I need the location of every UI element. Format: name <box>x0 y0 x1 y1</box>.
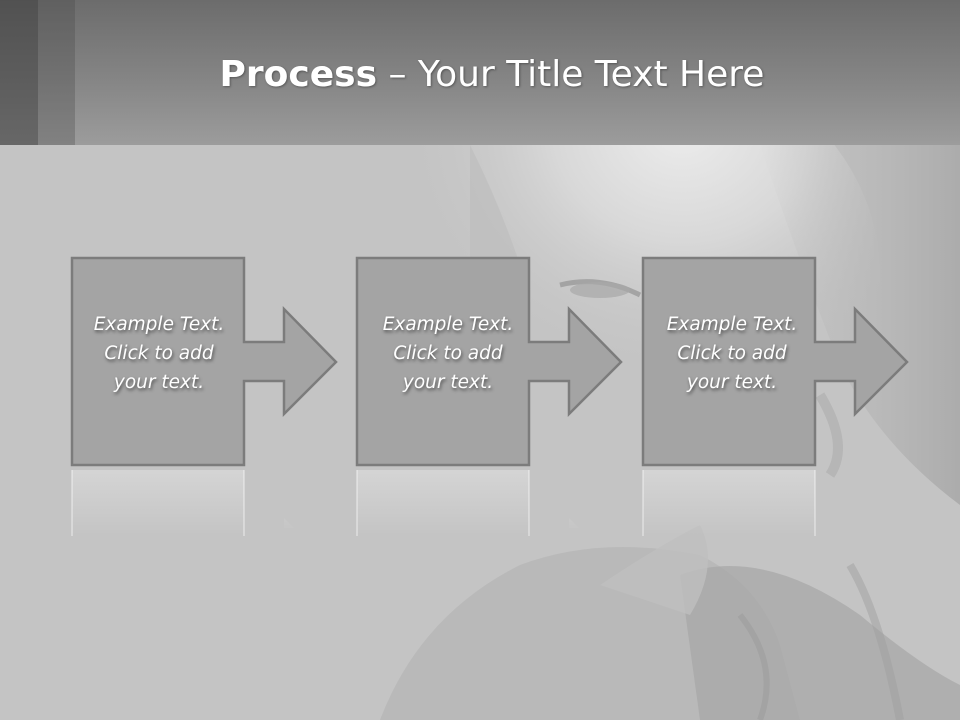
step-text-line: your text. <box>686 372 778 393</box>
arrow-box-shape <box>641 256 909 536</box>
step-text[interactable]: Example Text. Click to add your text. <box>74 310 244 397</box>
title-bold: Process <box>219 54 378 95</box>
step-text-line: your text. <box>402 372 494 393</box>
step-text-line: Example Text. <box>382 314 514 335</box>
step-text-line: Example Text. <box>93 314 225 335</box>
slide-title[interactable]: Process – Your Title Text Here <box>0 50 960 100</box>
step-text-line: Click to add <box>677 343 787 364</box>
header-accent-bar <box>0 0 38 145</box>
step-text[interactable]: Example Text. Click to add your text. <box>647 310 817 397</box>
header-band: Process – Your Title Text Here <box>0 0 960 145</box>
process-step-2[interactable]: Example Text. Click to add your text. <box>355 256 625 536</box>
process-step-1[interactable]: Example Text. Click to add your text. <box>70 256 340 536</box>
arrow-box-shape <box>70 256 338 536</box>
step-text-line: Click to add <box>393 343 503 364</box>
arrow-box-shape <box>355 256 623 536</box>
header-accent-bar-secondary <box>38 0 75 145</box>
step-text-line: Example Text. <box>666 314 798 335</box>
process-step-3[interactable]: Example Text. Click to add your text. <box>641 256 911 536</box>
step-text[interactable]: Example Text. Click to add your text. <box>363 310 533 397</box>
title-rest: – Your Title Text Here <box>377 54 765 95</box>
step-text-line: Click to add <box>104 343 214 364</box>
step-text-line: your text. <box>113 372 205 393</box>
